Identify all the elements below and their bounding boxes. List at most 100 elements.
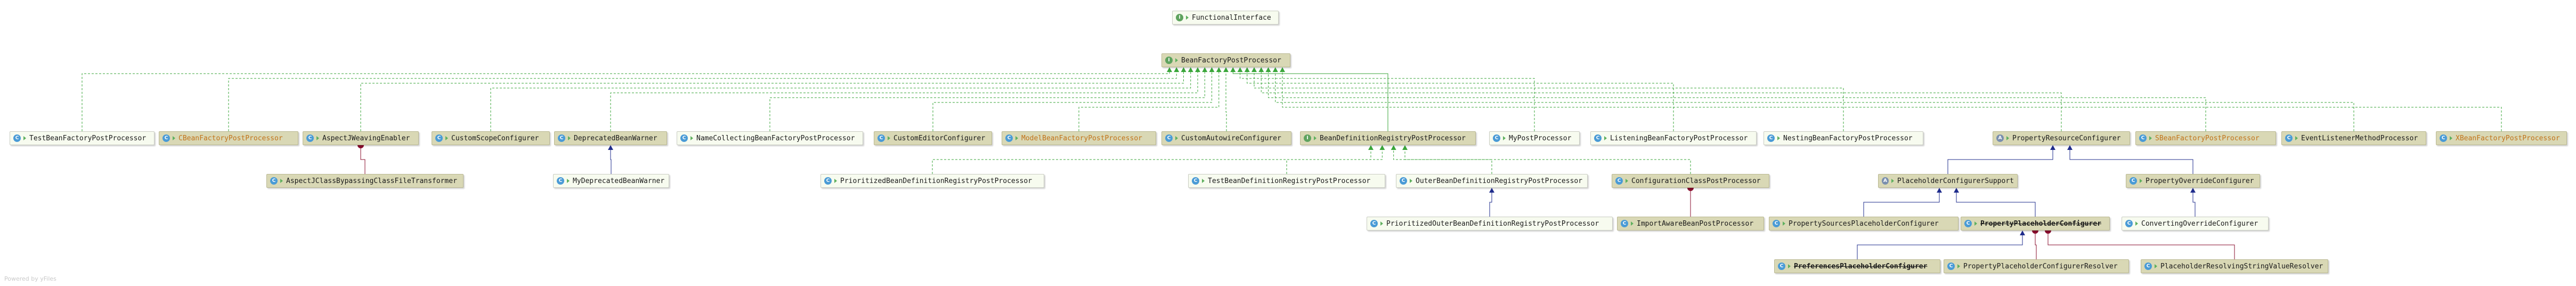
public-visibility-icon [1314,136,1317,140]
class-icon: C [2125,220,2133,227]
public-visibility-icon [568,136,571,140]
class-node-label: CBeanFactoryPostProcessor [178,134,283,142]
class-icon: C [877,134,885,142]
inheritance-arrowhead [1402,145,1408,150]
edge-mypost-to-bfpp [1240,72,1535,131]
inheritance-arrowhead [1174,67,1180,72]
class-icon: C [824,177,832,185]
inheritance-arrowhead [1181,67,1187,72]
class-node-label: BeanDefinitionRegistryPostProcessor [1320,134,1466,142]
public-visibility-icon [1503,136,1506,140]
inheritance-arrowhead [1368,145,1374,150]
edge-convertingoverride-to-propoverride [2192,193,2196,217]
class-icon: C [558,134,565,142]
edge-testbdrpp-to-bdrpp [1286,150,1383,174]
class-node-propresource[interactable]: A PropertyResourceConfigurer [1993,131,2130,145]
class-node-label: ListeningBeanFactoryPostProcessor [1610,134,1748,142]
edge-priouter-to-outerbdrpp [1489,193,1492,217]
public-visibility-icon [2155,264,2157,268]
public-visibility-icon [2006,136,2009,140]
class-node-label: CustomAutowireConfigurer [1181,134,1281,142]
class-node-label: CustomEditorConfigurer [893,134,986,142]
class-node-label: SBeanFactoryPostProcessor [2155,134,2260,142]
class-icon: C [1964,220,1972,227]
class-node-modelbean[interactable]: C ModelBeanFactoryPostProcessor [1002,131,1156,145]
inheritance-arrowhead [1202,67,1208,72]
public-visibility-icon [1186,15,1189,20]
public-visibility-icon [23,136,26,140]
class-icon: C [1005,134,1013,142]
edge-nesting-to-bfpp [1254,72,1844,131]
edge-ppcresolver-to-propplaceholder [2035,234,2037,259]
class-node-customeditor[interactable]: C CustomEditorConfigurer [874,131,992,145]
class-node-sbeanfpp[interactable]: C SBeanFactoryPostProcessor [2135,131,2276,145]
public-visibility-icon [1891,179,1894,183]
interface-icon: I [1165,57,1173,64]
edge-propresource-to-bfpp [1261,72,2062,131]
edge-namecollect-to-bfpp [769,72,1205,131]
edge-sbeanfpp-to-bfpp [1268,72,2206,131]
class-icon: C [1192,177,1199,185]
public-visibility-icon [1974,221,1977,226]
inheritance-arrowhead [1937,188,1942,193]
class-node-label: CustomScopeConfigurer [451,134,539,142]
public-visibility-icon [2149,136,2152,140]
interface-icon: I [1304,134,1311,142]
class-icon: C [306,134,314,142]
class-icon: C [1165,134,1173,142]
class-node-label: ConfigurationClassPostProcessor [1631,177,1761,185]
class-icon: C [1621,220,1628,227]
class-icon: C [2139,134,2147,142]
class-icon: C [1947,263,1955,270]
class-icon: C [680,134,688,142]
class-node-bdrpp[interactable]: I BeanDefinitionRegistryPostProcessor [1300,131,1476,145]
class-node-label: BeanFactoryPostProcessor [1181,56,1281,65]
inheritance-arrowhead [2190,188,2196,193]
public-visibility-icon [1410,179,1412,183]
class-node-label: ModelBeanFactoryPostProcessor [1021,134,1142,142]
class-node-bfpp[interactable]: I BeanFactoryPostProcessor [1161,53,1290,67]
class-icon: C [1493,134,1500,142]
class-node-label: PropertyResourceConfigurer [2012,134,2121,142]
public-visibility-icon [2135,221,2138,226]
class-node-label: AspectJClassBypassingClassFileTransforme… [286,177,457,185]
inheritance-arrowhead [1216,67,1222,72]
public-visibility-icon [1175,58,1178,62]
class-node-label: PropertySourcesPlaceholderConfigurer [1789,219,1939,228]
public-visibility-icon [1202,179,1205,183]
class-icon: C [13,134,21,142]
class-icon: C [2440,134,2447,142]
inheritance-arrowhead [2020,231,2025,235]
abstract-class-icon: A [1996,134,2004,142]
class-node-customautowire[interactable]: C CustomAutowireConfigurer [1161,131,1291,145]
public-visibility-icon [888,136,890,140]
